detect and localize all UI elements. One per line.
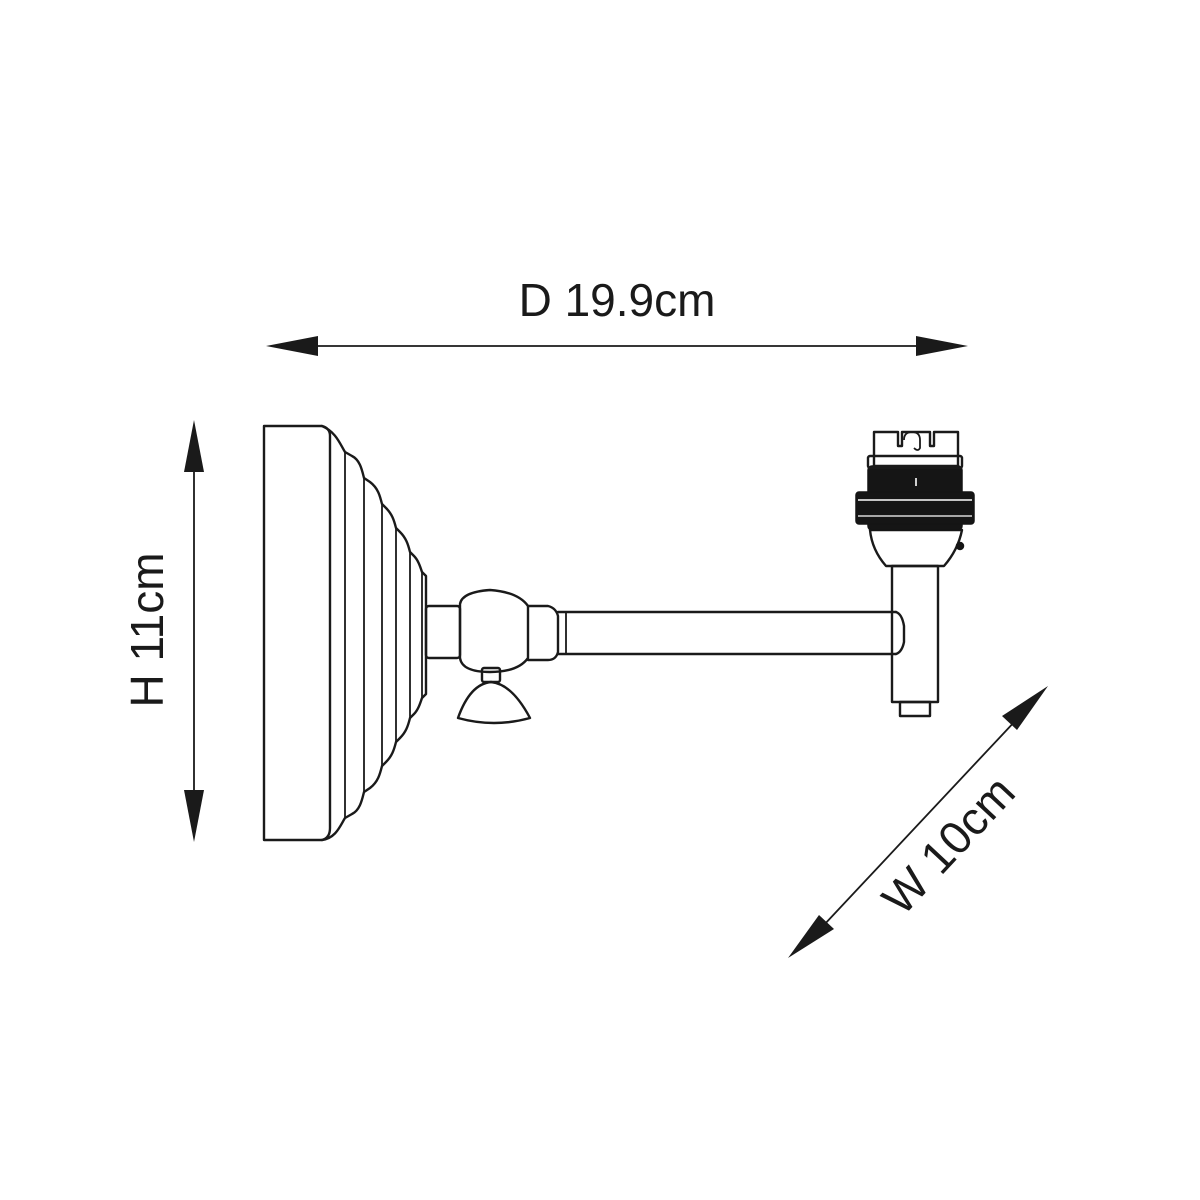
bayonet-slot <box>903 431 921 451</box>
width-label: W 10cm <box>872 766 1025 925</box>
height-arrow-top <box>184 420 204 472</box>
height-arrow-bottom <box>184 790 204 842</box>
height-label: H 11cm <box>121 552 173 707</box>
thumb-screw-wing <box>456 680 532 725</box>
bayonet-cap <box>872 430 960 468</box>
bayonet-rim <box>866 454 964 470</box>
depth-dimension: D 19.9cm <box>266 274 968 356</box>
holder-neck <box>868 528 964 568</box>
depth-arrow-right <box>916 336 968 356</box>
wall-back-plate <box>262 424 428 842</box>
thumb-screw-stem <box>480 666 502 684</box>
knuckle-joint <box>424 588 560 725</box>
wall-plate-outline <box>262 424 332 842</box>
holder-stem <box>890 564 940 704</box>
holder-shade-ring <box>855 491 975 525</box>
holder-switch <box>955 541 965 551</box>
width-dimension: W 10cm <box>788 686 1048 958</box>
depth-arrow-left <box>266 336 318 356</box>
width-arrow-top <box>1002 686 1048 730</box>
height-dimension: H 11cm <box>121 420 204 842</box>
arm-elbow <box>894 610 906 656</box>
depth-label: D 19.9cm <box>519 274 716 326</box>
width-arrow-bottom <box>788 915 834 958</box>
arm-tube <box>556 610 906 656</box>
knuckle-ball <box>458 588 530 674</box>
lamp-holder <box>855 430 975 718</box>
width-dimension-line <box>807 702 1033 943</box>
joint-collar <box>424 604 462 660</box>
knuckle-ring <box>526 604 560 662</box>
holder-stem-cap <box>898 700 932 718</box>
